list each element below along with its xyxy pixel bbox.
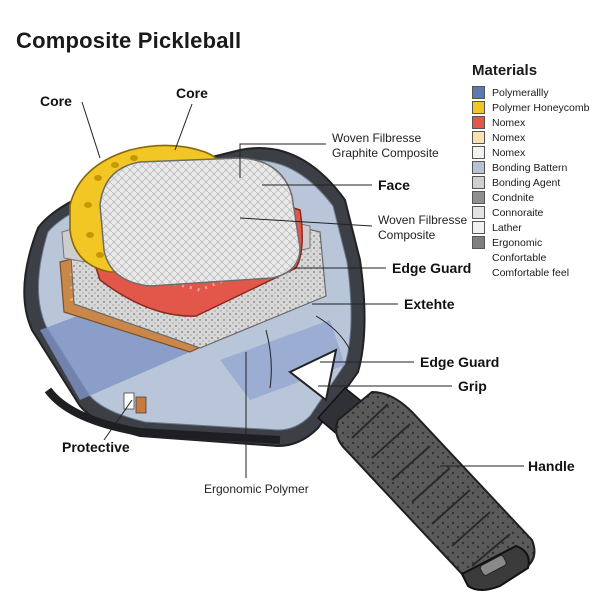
legend-label: Nomex [492,131,526,144]
label-core-left: Core [40,93,72,109]
legend-swatch [472,86,485,99]
legend-title: Materials [472,62,538,79]
legend-item: Polymer Honeycomb [472,100,600,115]
leader-lines [81,101,524,478]
legend-item: Condnite [472,190,600,205]
label-woven-composite-line1: Woven Filbresse [378,213,467,227]
label-woven-graphite-line1: Woven Filbresse [332,131,421,145]
label-woven-graphite-line2: Graphite Composite [332,146,439,160]
legend-item: Nomex [472,130,600,145]
legend-label: Nomex [492,146,526,159]
label-extehte: Extehte [404,296,455,312]
legend-swatch [472,161,485,174]
legend-item: Bonding Agent [472,175,600,190]
grip-wraps [351,403,511,567]
legend-label: Ergonomic [492,236,543,249]
edge-accent-white [123,392,135,410]
legend-label: Comfortable feel [492,266,570,279]
legend-item: Lather [472,220,600,235]
label-woven-composite-line2: Composite [378,228,436,242]
honeycomb-holes [84,155,138,258]
legend-item: Ergonomic [472,235,600,250]
legend-label: Connoraite [492,206,544,219]
legend-label: Bonding Battern [492,161,568,174]
diagram-title: Composite Pickleball [16,28,242,53]
legend-item: Bonding Battern [472,160,600,175]
label-edge-guard-top: Edge Guard [392,260,471,276]
legend-item: Comfortable feel [472,265,600,280]
legend-label: Polymerallly [492,86,549,99]
paddle-edge-band [44,387,281,444]
legend-label: Confortable [492,251,547,264]
label-protective: Protective [62,439,130,455]
butt-cap-slot [479,555,507,576]
label-face: Face [378,177,410,193]
label-handle: Handle [528,458,575,474]
face-sheet [99,157,301,287]
label-core-right: Core [176,85,208,101]
legend-item: Polymerallly [472,85,600,100]
legend-item: Confortable [472,250,600,265]
legend-swatch [472,116,485,129]
legend-swatch [472,131,485,144]
legend-label: Nomex [492,116,526,129]
legend-swatch [472,191,485,204]
legend-swatch [472,101,485,114]
legend-swatch [472,206,485,219]
legend-swatch [472,146,485,159]
legend-swatch [472,221,485,234]
label-edge-guard-bottom: Edge Guard [420,354,499,370]
legend-swatch [472,236,485,249]
legend-item: Nomex [472,145,600,160]
label-ergonomic-polymer: Ergonomic Polymer [204,482,309,496]
legend-label: Bonding Agent [492,176,561,189]
legend-item: Connoraite [472,205,600,220]
edge-accent-orange [135,396,147,414]
legend-swatch [472,176,485,189]
legend-label: Condnite [492,191,535,204]
legend-item: Nomex [472,115,600,130]
legend-label: Lather [492,221,522,234]
legend-label: Polymer Honeycomb [492,101,590,114]
label-grip: Grip [458,378,487,394]
